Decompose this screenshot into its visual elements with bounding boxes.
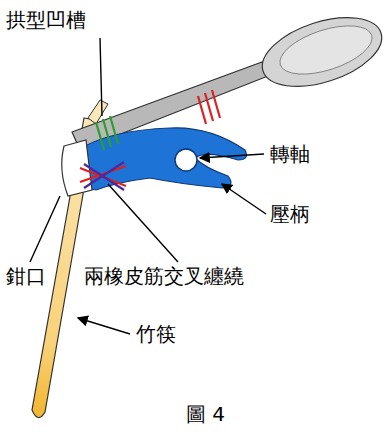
jaw bbox=[62, 140, 92, 196]
clip-body bbox=[78, 128, 246, 190]
spoon-bowl bbox=[254, 4, 390, 99]
part-label: 鉗口 bbox=[6, 264, 46, 288]
part-label: 兩橡皮筋交叉纏繞 bbox=[84, 264, 244, 288]
part-label: 拱型凹槽 bbox=[6, 8, 86, 32]
rubber-bands bbox=[80, 90, 220, 190]
figure-caption: 圖 4 bbox=[186, 402, 225, 426]
part-label: 竹筷 bbox=[136, 322, 176, 346]
part-label: 壓柄 bbox=[270, 202, 310, 226]
leader-lines bbox=[30, 38, 266, 334]
pivot bbox=[175, 149, 197, 171]
part-label: 轉軸 bbox=[270, 142, 310, 166]
